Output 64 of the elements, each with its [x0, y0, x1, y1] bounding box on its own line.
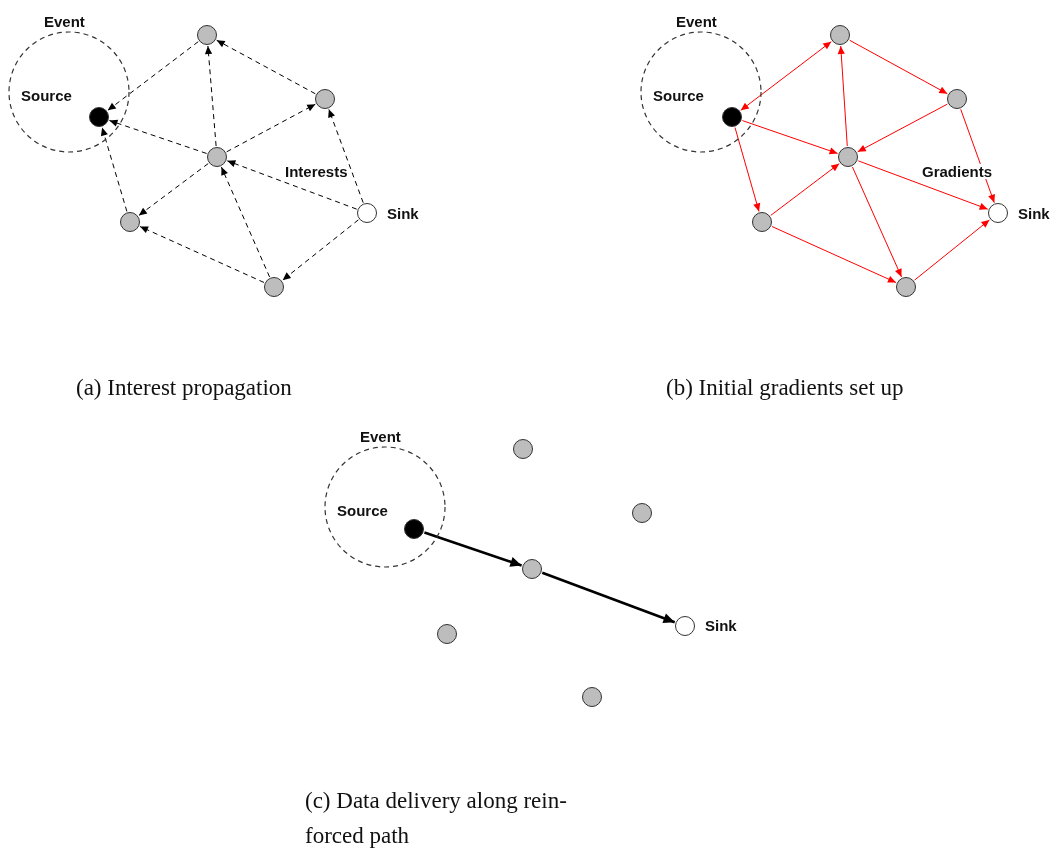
sensor-node	[838, 147, 858, 167]
sensor-node	[752, 212, 772, 232]
region-label: Source	[653, 88, 704, 103]
arrow	[741, 120, 839, 155]
dashed-arrow	[107, 41, 199, 111]
arrow	[837, 45, 848, 147]
dashed-arrow	[282, 219, 359, 281]
subfigure-caption: (a) Interest propagation	[76, 374, 292, 402]
node-label: Sink	[1018, 206, 1050, 221]
sensor-node	[896, 277, 916, 297]
sink-node	[357, 203, 377, 223]
sensor-node	[513, 439, 533, 459]
source-node	[404, 519, 424, 539]
arrow	[424, 531, 522, 567]
dashed-arrow	[100, 127, 128, 212]
node-label: Sink	[387, 206, 419, 221]
dashed-arrow	[138, 163, 209, 216]
dashed-arrow	[328, 108, 364, 204]
edge-group-label: Interests	[285, 164, 348, 179]
arrow	[960, 108, 995, 204]
arrow	[770, 163, 840, 216]
sink-node	[675, 616, 695, 636]
arrow	[857, 160, 989, 210]
dashed-arrow	[226, 160, 358, 210]
sensor-node	[120, 212, 140, 232]
sensor-node	[437, 624, 457, 644]
arrow	[849, 39, 948, 95]
edge-group-label: Gradients	[922, 164, 993, 179]
dashed-arrow	[226, 103, 316, 153]
sensor-node	[197, 25, 217, 45]
event-region	[640, 14, 762, 153]
arrow	[852, 166, 902, 278]
region-label: Event	[44, 14, 85, 29]
sink-node	[988, 203, 1008, 223]
event-region	[324, 429, 446, 568]
arrow	[857, 103, 948, 153]
node-label: Sink	[705, 618, 737, 633]
subfigure-caption: (b) Initial gradients set up	[666, 374, 904, 402]
sensor-node	[947, 89, 967, 109]
sensor-node	[522, 559, 542, 579]
dashed-arrow	[108, 119, 208, 154]
arrow	[771, 226, 897, 283]
region-label: Source	[21, 88, 72, 103]
dashed-arrow	[139, 226, 265, 283]
dashed-arrow	[216, 39, 316, 95]
subfigure-caption: (c) Data delivery along rein- forced path	[305, 787, 568, 850]
sensor-node	[582, 687, 602, 707]
region-label: Event	[360, 429, 401, 444]
arrow	[740, 41, 832, 111]
source-node	[89, 107, 109, 127]
sensor-node	[207, 147, 227, 167]
region-label: Source	[337, 503, 388, 518]
dashed-arrow	[204, 45, 217, 147]
arrow	[734, 127, 761, 212]
sensor-node	[632, 503, 652, 523]
source-node	[722, 107, 742, 127]
event-region	[8, 14, 130, 153]
sensor-node	[264, 277, 284, 297]
dashed-arrow	[220, 166, 271, 278]
region-label: Event	[676, 14, 717, 29]
arrow	[541, 571, 676, 624]
arrow	[914, 219, 990, 281]
sensor-node	[315, 89, 335, 109]
sensor-node	[830, 25, 850, 45]
